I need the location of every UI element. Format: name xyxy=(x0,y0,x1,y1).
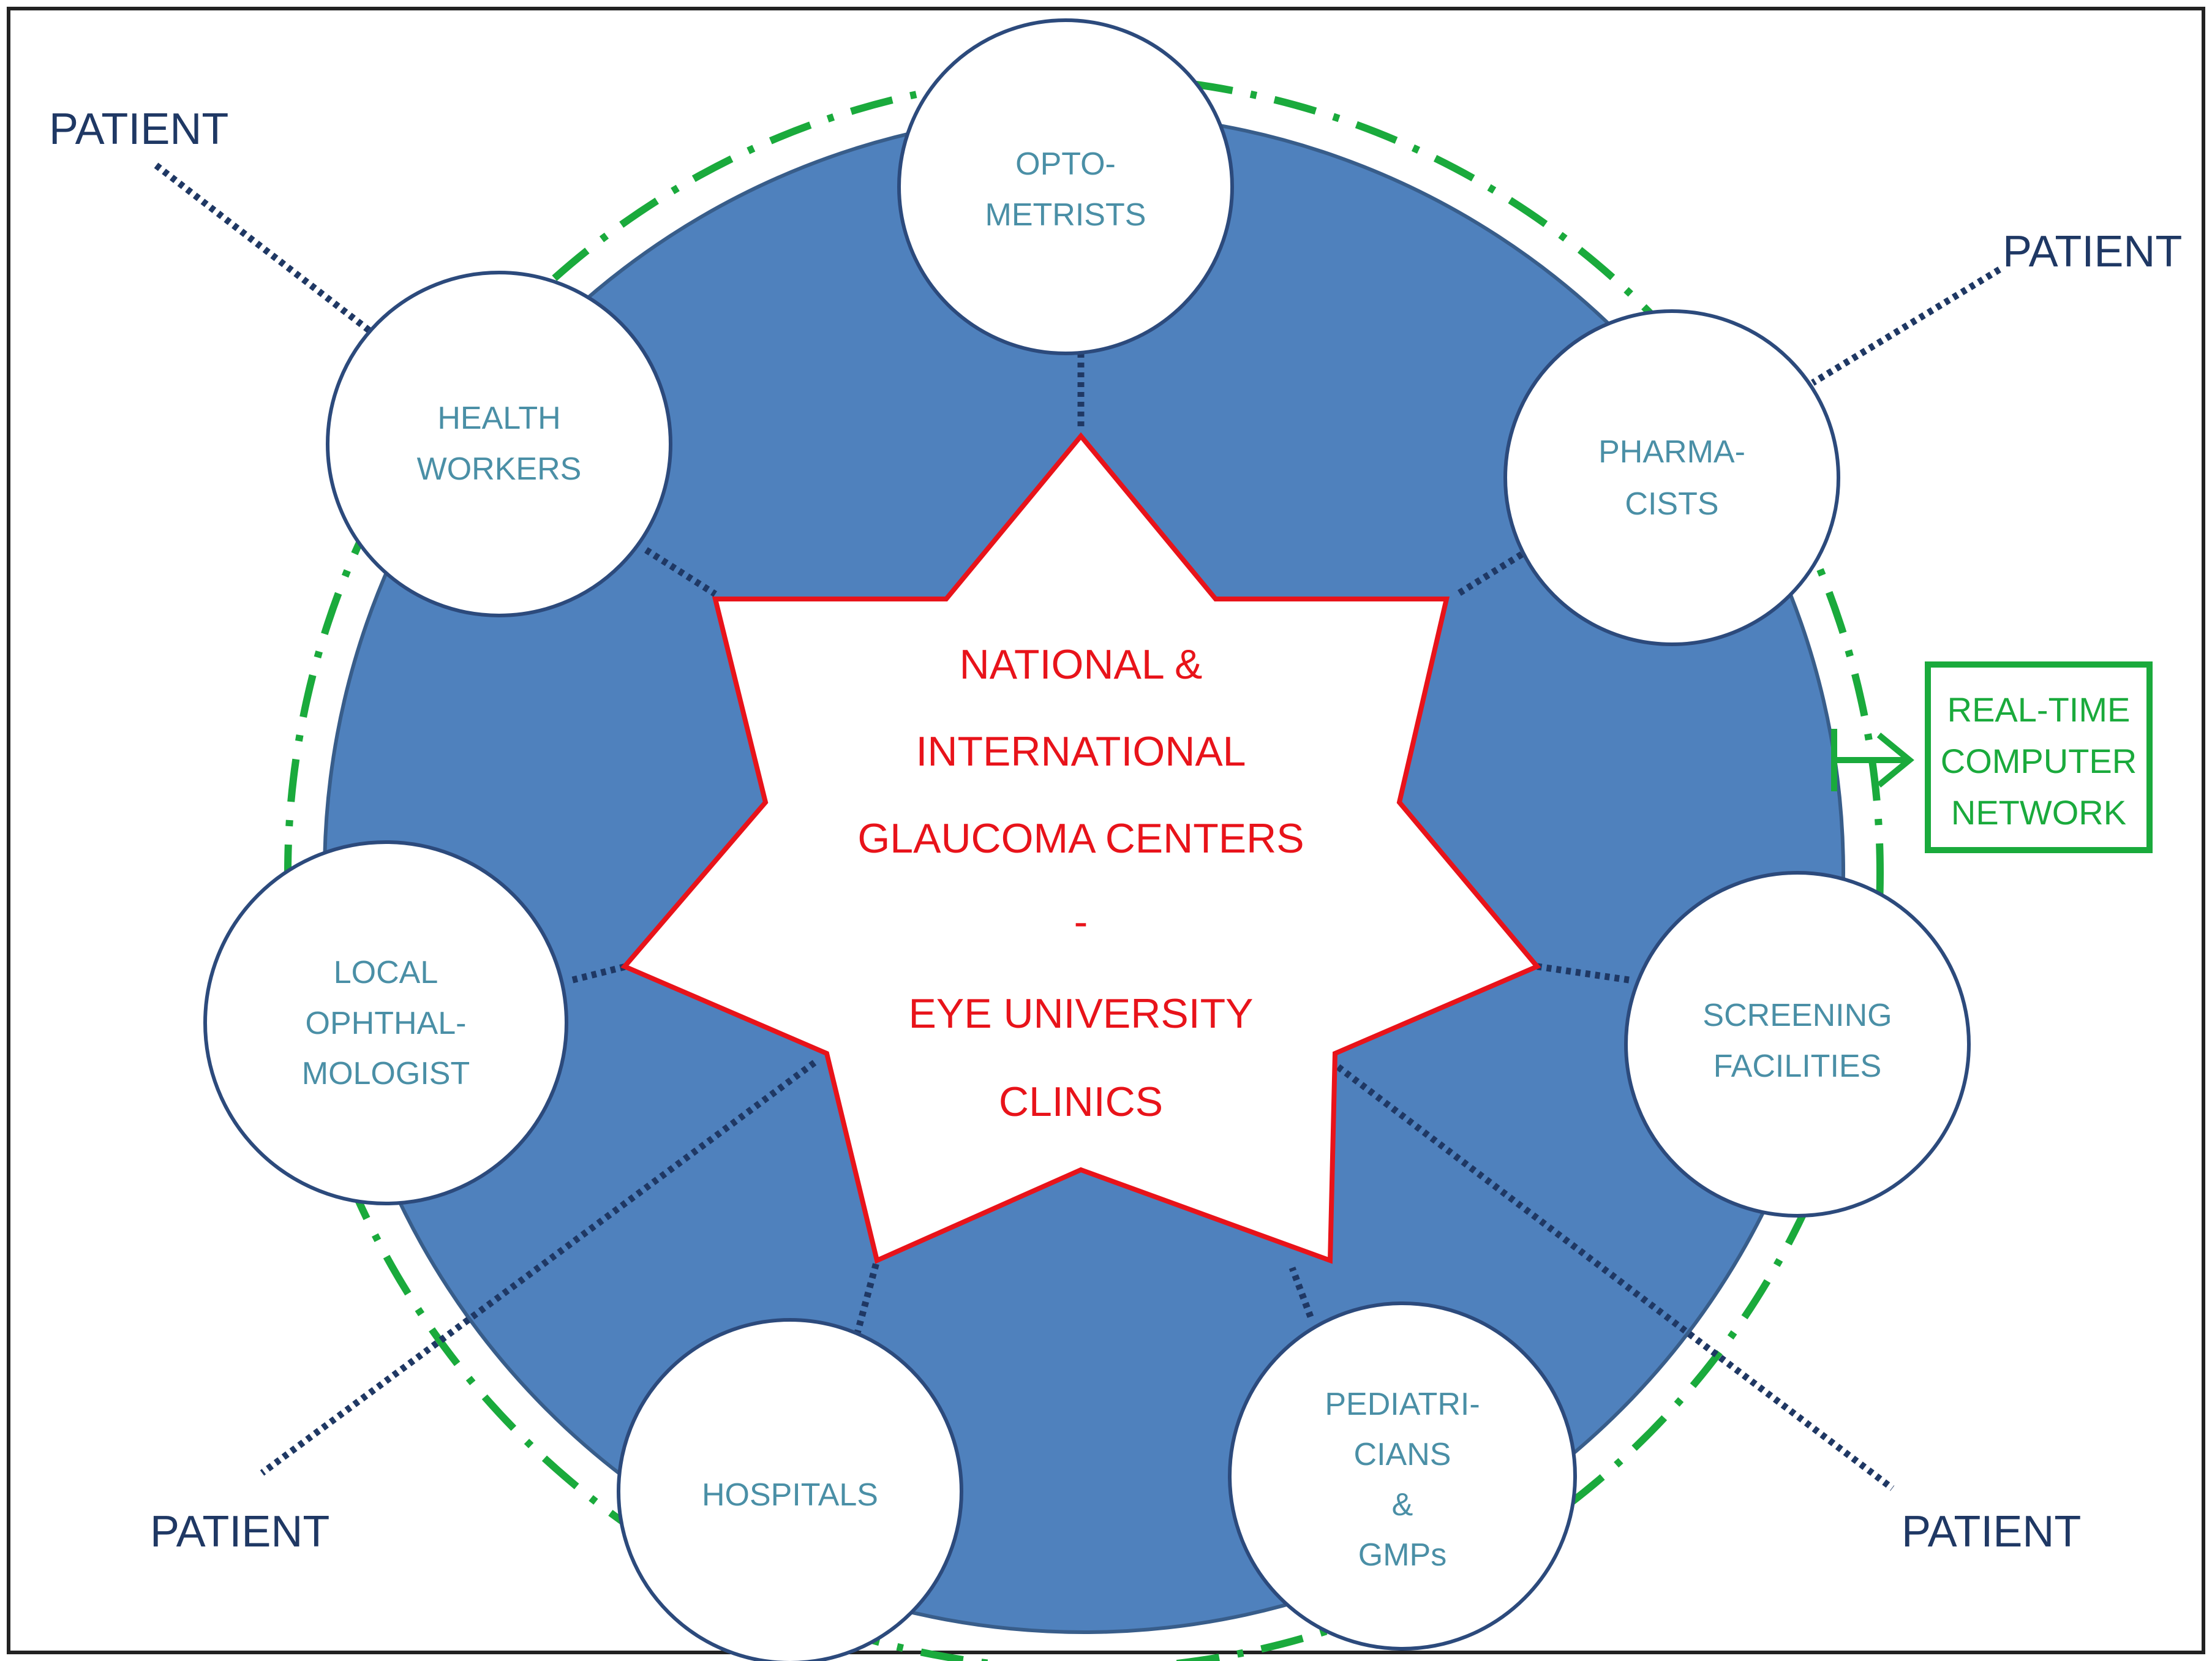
network-box xyxy=(1925,661,2153,853)
inner-connectors xyxy=(571,343,1630,1346)
patient-line-top-right xyxy=(1811,266,2001,386)
satellite-label-local-ophthalmologist-2: OPHTHAL- xyxy=(306,1006,467,1041)
patient-label-bottom-left: PATIENT xyxy=(150,1507,329,1556)
satellite-circle-health-workers xyxy=(326,271,672,617)
patient-label-top-right: PATIENT xyxy=(2003,227,2182,276)
satellite-pediatricians-gmps: PEDIATRI- CIANS & GMPs xyxy=(1228,1301,1577,1651)
network-callout: REAL-TIME COMPUTER NETWORK xyxy=(1831,661,2153,853)
center-line-1: NATIONAL & xyxy=(960,641,1203,688)
connector-pediatricians xyxy=(1288,1267,1314,1318)
satellite-optometrists: OPTO- METRISTS xyxy=(897,18,1234,355)
satellite-hospitals: HOSPITALS xyxy=(617,1318,963,1661)
satellite-circle-pediatricians xyxy=(1228,1301,1577,1651)
connector-health-workers xyxy=(644,547,717,597)
satellite-label-pharmacists-1: PHARMA- xyxy=(1598,434,1745,470)
satellite-label-pediatricians-1: PEDIATRI- xyxy=(1325,1387,1480,1422)
satellite-circle-pharmacists xyxy=(1503,309,1840,646)
network-label-3: NETWORK xyxy=(1951,793,2126,832)
center-line-2: INTERNATIONAL xyxy=(916,728,1246,775)
satellite-label-hospitals-1: HOSPITALS xyxy=(702,1477,878,1513)
satellite-circle-local-ophthalmologist xyxy=(203,840,568,1205)
satellite-label-screening-2: FACILITIES xyxy=(1714,1049,1882,1084)
satellite-label-pediatricians-4: GMPs xyxy=(1358,1537,1446,1573)
connector-pharmacists xyxy=(1456,551,1524,597)
satellite-circle-optometrists xyxy=(897,18,1234,355)
patient-line-top-left xyxy=(154,162,376,337)
network-arrowhead-icon xyxy=(1876,733,1914,788)
satellite-circle-screening xyxy=(1624,871,1971,1218)
satellite-pharmacists: PHARMA- CISTS xyxy=(1503,309,1840,646)
center-label: NATIONAL & INTERNATIONAL GLAUCOMA CENTER… xyxy=(857,641,1304,1125)
satellite-label-health-workers-1: HEALTH xyxy=(437,401,560,436)
satellite-label-pediatricians-3: & xyxy=(1392,1487,1413,1523)
patient-line-bottom-left xyxy=(260,1060,817,1476)
connector-hospitals xyxy=(851,1259,881,1346)
satellite-label-local-ophthalmologist-3: MOLOGIST xyxy=(302,1056,470,1091)
center-line-5: EYE UNIVERSITY xyxy=(908,990,1253,1037)
satellite-label-optometrists-2: METRISTS xyxy=(985,197,1146,233)
center-line-4: - xyxy=(1074,898,1088,945)
patient-label-bottom-right: PATIENT xyxy=(1902,1507,2081,1556)
patient-label-top-left: PATIENT xyxy=(49,105,228,154)
satellite-screening-facilities: SCREENING FACILITIES xyxy=(1624,871,1971,1218)
patient-connectors xyxy=(154,162,2001,1491)
satellite-circle-hospitals xyxy=(617,1318,963,1661)
central-star xyxy=(620,432,1541,1264)
satellite-label-optometrists-1: OPTO- xyxy=(1015,146,1116,182)
center-line-3: GLAUCOMA CENTERS xyxy=(857,815,1304,862)
satellite-label-local-ophthalmologist-1: LOCAL xyxy=(334,955,438,990)
satellite-local-ophthalmologist: LOCAL OPHTHAL- MOLOGIST xyxy=(203,840,568,1205)
satellite-label-pediatricians-2: CIANS xyxy=(1354,1437,1451,1472)
satellite-label-pharmacists-2: CISTS xyxy=(1625,486,1718,522)
network-label-2: COMPUTER xyxy=(1941,742,2137,780)
center-line-6: CLINICS xyxy=(999,1079,1163,1125)
network-label-1: REAL-TIME xyxy=(1947,690,2131,729)
patient-line-bottom-right xyxy=(1336,1064,1895,1491)
satellite-health-workers: HEALTH WORKERS xyxy=(326,271,672,617)
satellite-label-health-workers-2: WORKERS xyxy=(417,451,582,487)
satellite-label-screening-1: SCREENING xyxy=(1702,998,1892,1033)
